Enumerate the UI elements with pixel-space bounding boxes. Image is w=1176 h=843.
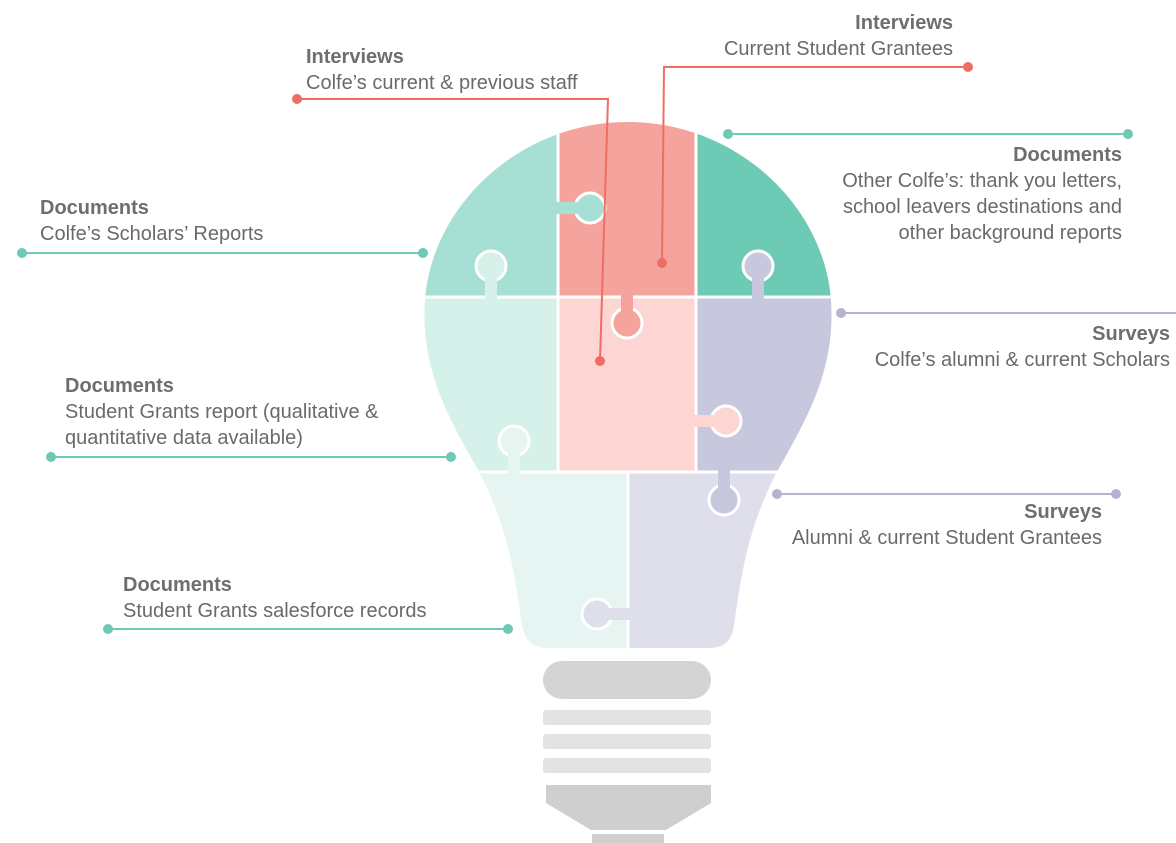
base-ring-2 [543, 734, 711, 749]
piece-mid-left [424, 297, 558, 472]
callout-desc-line3: other background reports [898, 222, 1122, 244]
callout-desc: Colfe’s alumni & current Scholars [874, 349, 1170, 371]
callout-desc: Student Grants salesforce records [123, 600, 427, 622]
callout-desc: Alumni & current Student Grantees [791, 527, 1102, 549]
callout-desc: Colfe’s current & previous staff [306, 72, 578, 94]
callout-surveys-grantees: Surveys Alumni & current Student Grantee… [792, 499, 1102, 551]
callout-desc: Student Grants report (qualitative & [65, 401, 379, 423]
callout-documents-grants-report: Documents Student Grants report (qualita… [65, 373, 379, 451]
callout-desc: Colfe’s Scholars’ Reports [40, 223, 264, 245]
piece-mid-right [696, 297, 832, 472]
callout-desc: Current Student Grantees [723, 38, 953, 60]
connector-interviews-grantees [657, 62, 973, 268]
base-ring-1 [543, 710, 711, 725]
callout-title: Documents [123, 574, 232, 596]
connector-documents-grants-report [46, 452, 456, 462]
connector-documents-scholars [17, 248, 428, 258]
callout-title: Documents [65, 375, 174, 397]
callout-title: Documents [1013, 144, 1122, 166]
connector-documents-salesforce [103, 624, 513, 634]
connector-surveys-scholars [836, 308, 1176, 318]
base-bottom [592, 834, 664, 843]
callout-title: Surveys [1024, 501, 1102, 523]
callout-title: Surveys [1092, 323, 1170, 345]
callout-desc-line2: quantitative data available) [65, 427, 303, 449]
base-cap [543, 661, 711, 699]
callout-desc: Other Colfe’s: thank you letters, [842, 170, 1122, 192]
callout-surveys-scholars: Surveys Colfe’s alumni & current Scholar… [875, 321, 1170, 373]
connector-documents-other [723, 129, 1133, 139]
callout-documents-scholars: Documents Colfe’s Scholars’ Reports [40, 195, 263, 247]
connector-interviews-staff [292, 94, 610, 366]
bulb-glass [424, 122, 832, 648]
callout-desc-line2: school leavers destinations and [842, 196, 1122, 218]
piece-top-right [696, 122, 832, 297]
bulb-base [543, 661, 711, 843]
callout-title: Documents [40, 197, 149, 219]
callout-title: Interviews [306, 46, 404, 68]
base-ring-3 [543, 758, 711, 773]
callout-interviews-staff: Interviews Colfe’s current & previous st… [306, 44, 578, 96]
base-tip [546, 785, 711, 830]
callout-documents-salesforce: Documents Student Grants salesforce reco… [123, 572, 426, 624]
piece-bottom-left [424, 472, 628, 648]
connectors [17, 62, 1176, 634]
connector-surveys-grantees [772, 489, 1121, 499]
callout-documents-other: Documents Other Colfe’s: thank you lette… [842, 142, 1122, 246]
callout-title: Interviews [855, 12, 953, 34]
puzzle-knobs [474, 191, 775, 631]
callout-interviews-grantees: Interviews Current Student Grantees [724, 10, 953, 62]
